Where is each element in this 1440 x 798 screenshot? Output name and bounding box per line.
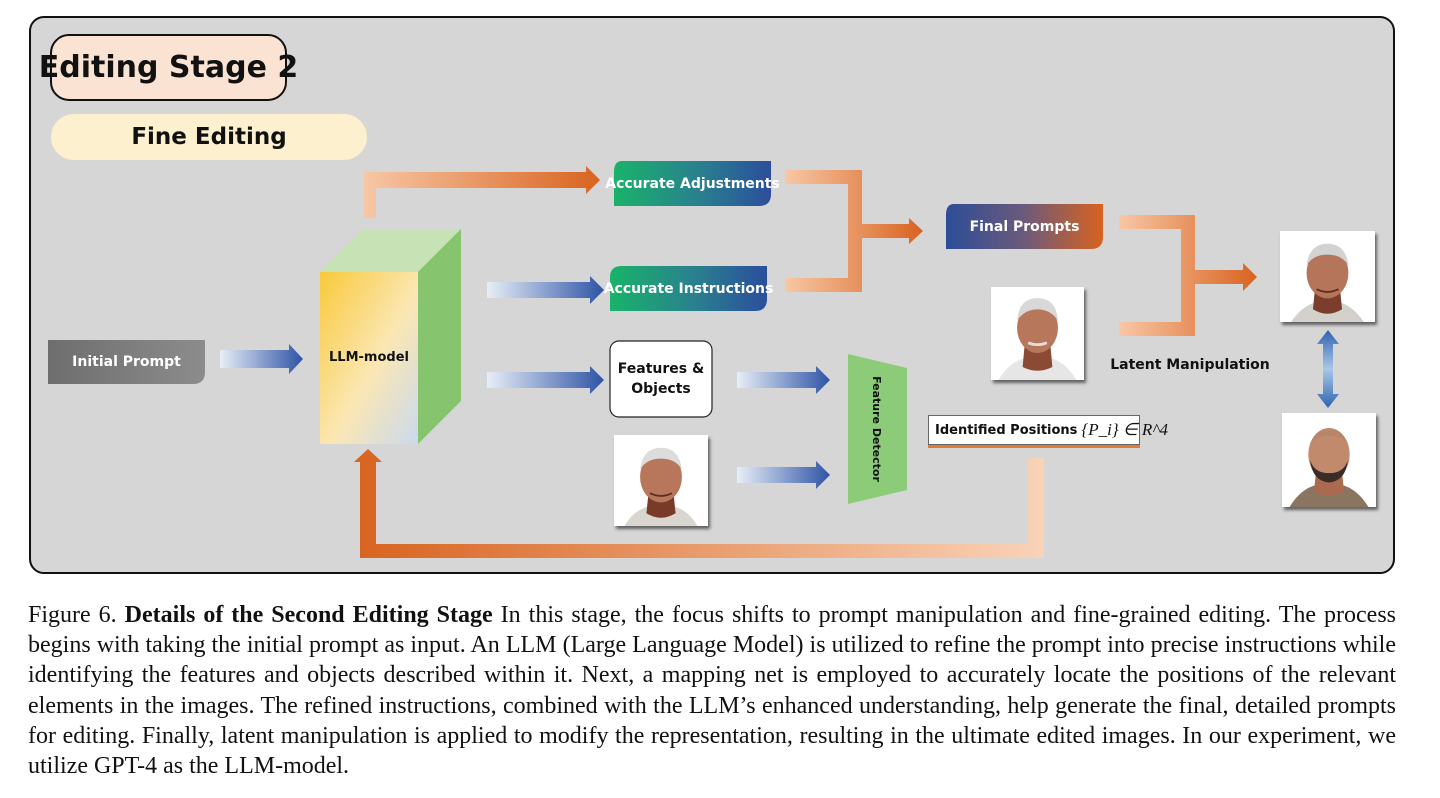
- final-prompts-shape: [946, 204, 1103, 249]
- bracket-merge-arrow: [785, 170, 923, 292]
- features-objects-line1: Features &: [617, 361, 705, 377]
- arrow-image-to-detector: [737, 461, 830, 489]
- input-face-image: [614, 435, 708, 526]
- features-objects-line2: Objects: [631, 381, 691, 397]
- stage-subtitle-pill: [51, 114, 367, 160]
- arrow-llm-to-features: [487, 366, 604, 394]
- arrow-llm-to-instructions: [487, 276, 604, 304]
- final-prompts-label: Final Prompts: [969, 218, 1080, 235]
- caption-bold-title: Details of the Second Editing Stage: [124, 602, 493, 628]
- accurate-instructions-shape: [610, 266, 767, 311]
- initial-prompt-shape: [48, 340, 205, 384]
- stage-title: Editing Stage 2: [38, 50, 299, 85]
- caption-figure-label: Figure 6.: [28, 602, 117, 628]
- accurate-instructions-label: Accurate Instructions: [603, 280, 774, 297]
- bracket-latent-arrow: [1119, 215, 1257, 336]
- accurate-adjustments-label: Accurate Adjustments: [605, 175, 780, 192]
- llm-cube-top: [320, 229, 461, 272]
- feature-detector-label: Feature Detector: [870, 376, 884, 482]
- double-arrow-vertical: [1317, 330, 1339, 408]
- arrow-prompt-to-llm: [220, 344, 303, 374]
- latent-manipulation-label: Latent Manipulation: [1110, 357, 1270, 373]
- reference-face-image: [991, 287, 1084, 380]
- llm-cube-side: [418, 229, 461, 444]
- features-objects-box: [609, 340, 713, 418]
- identified-positions-label: Identified Positions: [935, 422, 1078, 438]
- output-face-image-top: [1280, 231, 1375, 322]
- figure-diagram: Editing Stage 2 Fine Editing Initial Pro…: [29, 16, 1395, 574]
- llm-cube-front: [320, 272, 418, 444]
- accurate-adjustments-shape: [614, 161, 771, 206]
- stage-title-box: [50, 34, 287, 101]
- identified-positions-box: Identified Positions {P_i} ∈ R^4: [928, 415, 1168, 445]
- arrow-llm-to-adjustments-path: [364, 166, 600, 218]
- initial-prompt-label: Initial Prompt: [72, 354, 181, 370]
- features-objects-label: Features & Objects: [610, 341, 712, 417]
- feature-detector-shape: [848, 354, 907, 504]
- arrow-features-to-detector: [737, 366, 830, 394]
- output-face-image-bottom: [1282, 413, 1376, 507]
- llm-model-label: LLM-model: [329, 349, 409, 365]
- stage-subtitle: Fine Editing: [131, 124, 287, 150]
- feedback-loop-arrow: [354, 449, 1044, 558]
- identified-positions-math: {P_i} ∈ R^4: [1081, 420, 1168, 439]
- figure-caption: Figure 6. Details of the Second Editing …: [28, 600, 1396, 781]
- caption-body: In this stage, the focus shifts to promp…: [28, 602, 1397, 780]
